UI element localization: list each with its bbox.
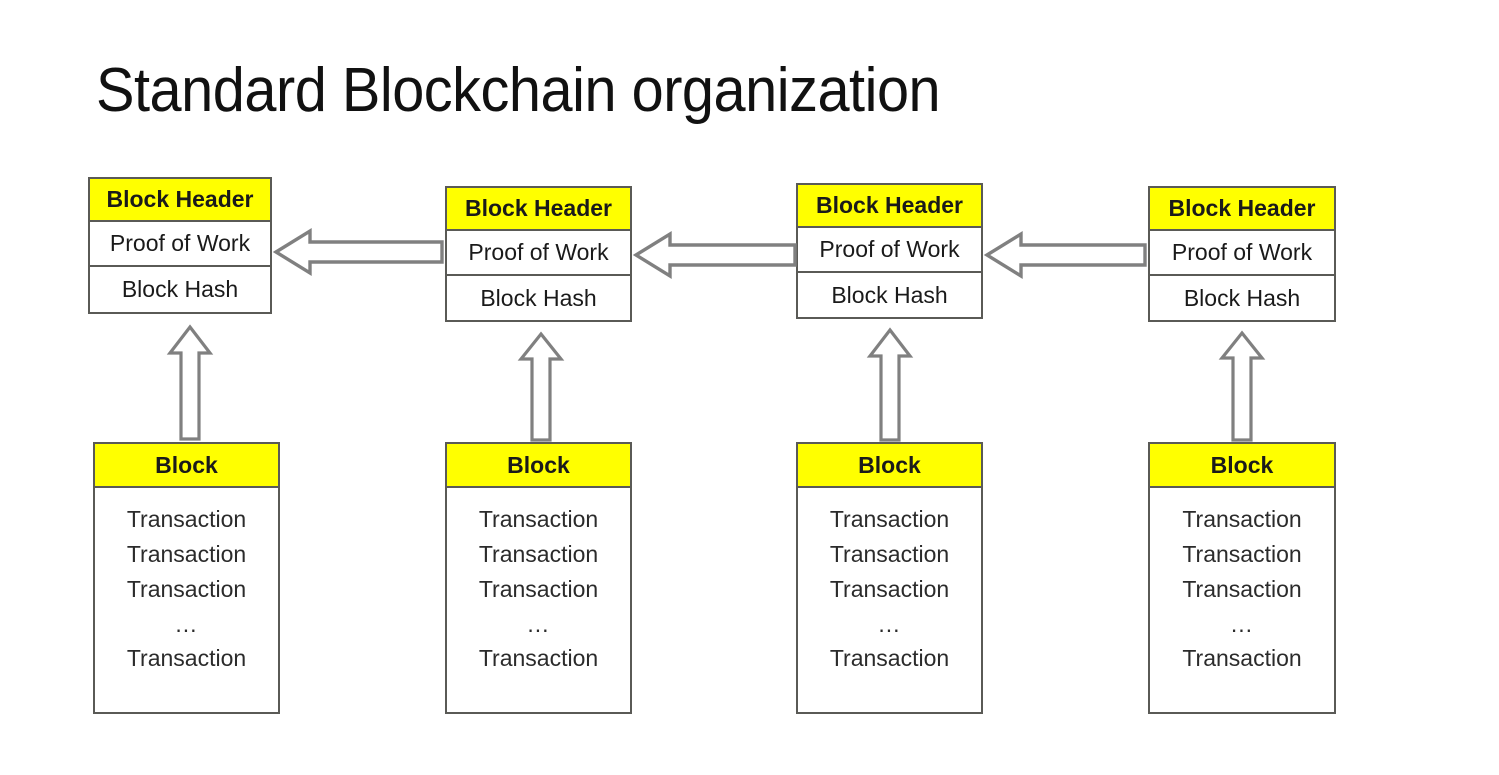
list-item-ellipsis: ... — [1230, 611, 1254, 637]
block-header-title-2: Block Header — [447, 188, 630, 231]
block-body-title-4: Block — [1150, 444, 1334, 488]
list-item: Transaction — [478, 576, 599, 602]
block-header-node-4[interactable]: Block Header Proof of Work Block Hash — [1148, 186, 1336, 322]
list-item: Transaction — [126, 645, 247, 671]
list-item: Transaction — [1182, 541, 1302, 567]
block-header-node-1[interactable]: Block Header Proof of Work Block Hash — [88, 177, 272, 314]
list-item: Transaction — [1182, 645, 1302, 671]
block-header-node-2[interactable]: Block Header Proof of Work Block Hash — [445, 186, 632, 322]
transaction-list-3: Transaction Transaction Transaction ... … — [798, 488, 981, 712]
list-item: Transaction — [829, 576, 950, 602]
proof-of-work-row-1: Proof of Work — [90, 222, 270, 267]
list-item: Transaction — [1182, 576, 1302, 602]
block-body-node-1[interactable]: Block Transaction Transaction Transactio… — [93, 442, 280, 714]
transaction-list-1: Transaction Transaction Transaction ... … — [95, 488, 278, 712]
block-header-title-3: Block Header — [798, 185, 981, 228]
block-body-node-2[interactable]: Block Transaction Transaction Transactio… — [445, 442, 632, 714]
horizontal-arrow-left-4-to-3 — [983, 229, 1149, 281]
block-header-title-1: Block Header — [90, 179, 270, 222]
vertical-arrow-up-4 — [1218, 329, 1266, 444]
block-hash-row-2: Block Hash — [480, 284, 597, 311]
vertical-arrow-up-1 — [166, 323, 214, 443]
list-item: Transaction — [126, 541, 247, 567]
horizontal-arrow-left-3-to-2 — [632, 229, 799, 281]
transaction-list-2: Transaction Transaction Transaction ... … — [447, 488, 630, 712]
list-item: Transaction — [478, 506, 599, 532]
block-hash-row-1: Block Hash — [121, 276, 239, 302]
list-item: Transaction — [126, 576, 247, 602]
block-body-node-3[interactable]: Block Transaction Transaction Transactio… — [796, 442, 983, 714]
block-header-title-4: Block Header — [1150, 188, 1334, 231]
list-item: Transaction — [478, 645, 599, 671]
proof-of-work-row-2: Proof of Work — [447, 231, 630, 276]
block-body-title-1: Block — [95, 444, 278, 488]
block-body-node-4[interactable]: Block Transaction Transaction Transactio… — [1148, 442, 1336, 714]
proof-of-work-row-4: Proof of Work — [1150, 231, 1334, 276]
list-item: Transaction — [829, 541, 950, 567]
transaction-list-4: Transaction Transaction Transaction ... … — [1150, 488, 1334, 712]
vertical-arrow-up-3 — [866, 326, 914, 444]
list-item-ellipsis: ... — [878, 611, 901, 637]
block-body-title-3: Block — [798, 444, 981, 488]
block-hash-row-4: Block Hash — [1183, 284, 1301, 311]
list-item: Transaction — [829, 645, 950, 671]
horizontal-arrow-left-2-to-1 — [272, 226, 446, 278]
list-item: Transaction — [126, 506, 247, 532]
list-item-ellipsis: ... — [175, 611, 198, 637]
list-item-ellipsis: ... — [527, 611, 550, 637]
block-hash-row-3: Block Hash — [831, 281, 948, 308]
proof-of-work-row-3: Proof of Work — [798, 228, 981, 273]
page-title: Standard Blockchain organization — [96, 56, 941, 125]
vertical-arrow-up-2 — [517, 330, 565, 444]
block-body-title-2: Block — [447, 444, 630, 488]
block-header-node-3[interactable]: Block Header Proof of Work Block Hash — [796, 183, 983, 319]
list-item: Transaction — [1182, 506, 1302, 532]
list-item: Transaction — [478, 541, 599, 567]
list-item: Transaction — [829, 506, 950, 532]
